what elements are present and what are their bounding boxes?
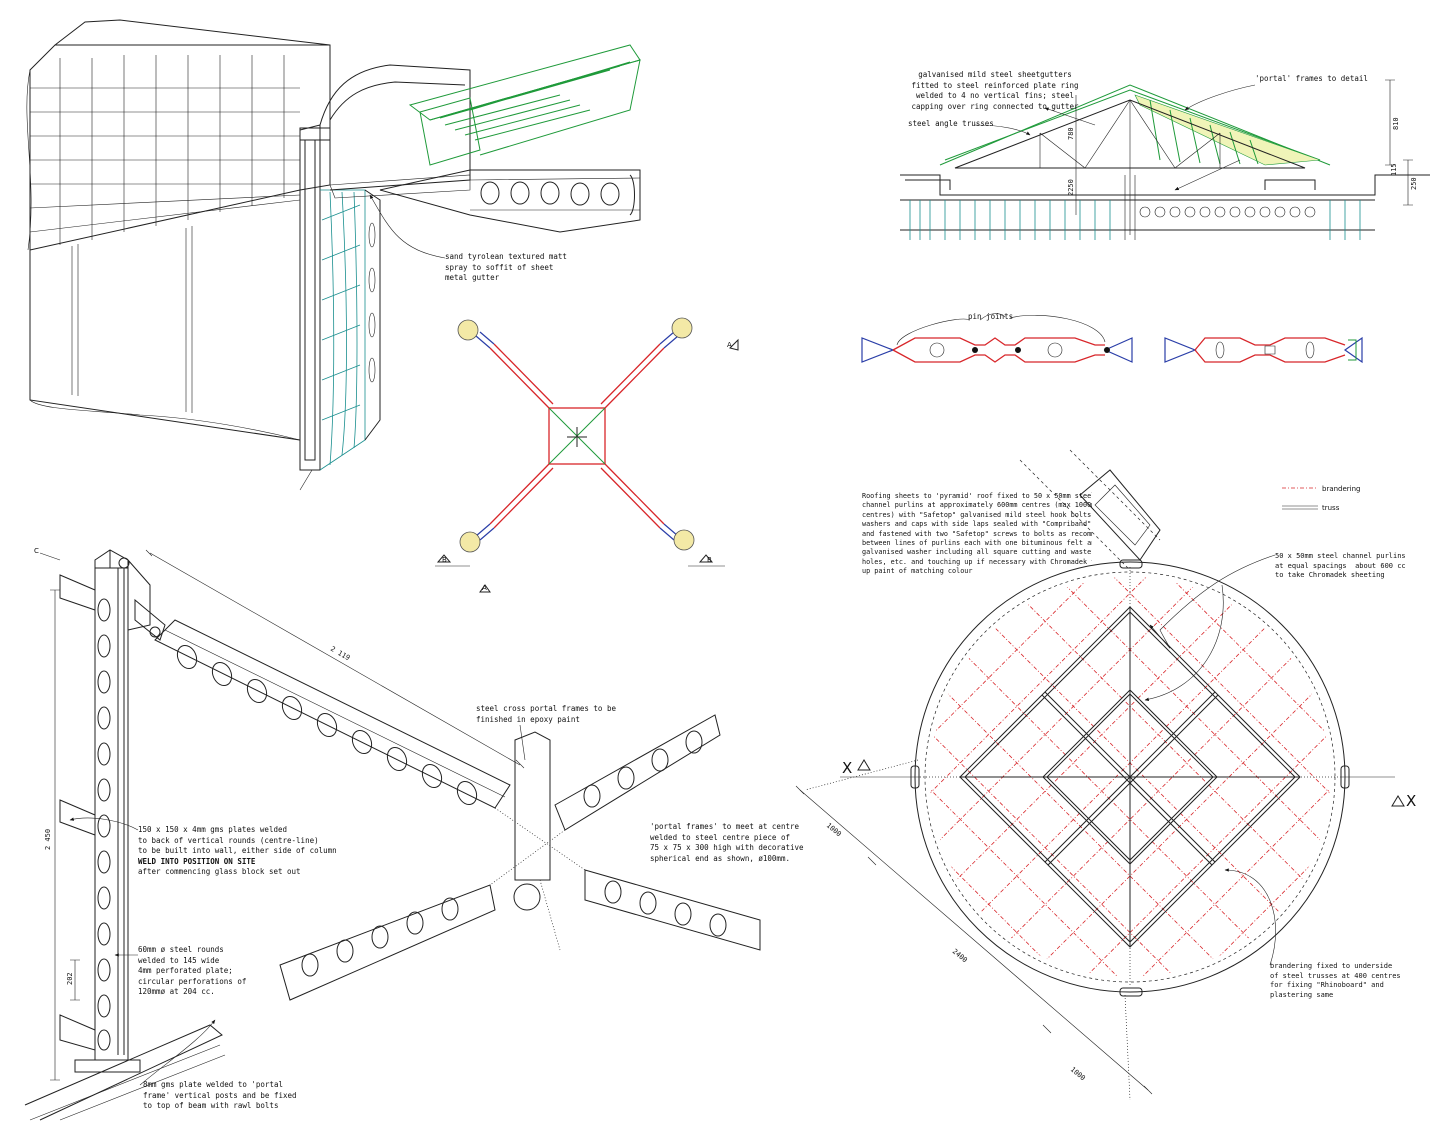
circular-roof-plan <box>795 449 1407 1101</box>
building-corner-perspective <box>26 19 641 491</box>
note-rounds-60: 60mm ø steel rounds welded to 145 wide 4… <box>138 945 247 996</box>
dim-202: 202 <box>66 972 74 985</box>
legend-brandering: brandering <box>1322 485 1361 493</box>
note-brandering-fix: brandering fixed to underside of steel t… <box>1270 962 1401 999</box>
note-weld-site: WELD INTO POSITION ON SITE <box>138 856 256 866</box>
note-plate-8mm: 8mm gms plate welded to 'portal frame' v… <box>143 1080 297 1110</box>
centre-line-mark: C <box>34 547 39 555</box>
dim-780: 780 <box>1067 127 1075 140</box>
pin-joint-details <box>861 313 1363 364</box>
section-mark-x-left: X <box>842 759 852 777</box>
section-mark-b-right: B <box>707 556 712 564</box>
legend-truss: truss <box>1322 504 1340 512</box>
note-roofing-sheets: Roofing sheets to 'pyramid' roof fixed t… <box>862 492 1092 576</box>
note-pin-joints: pin joints <box>968 312 1014 321</box>
note-plates-block: 150 x 150 x 4mm gms plates welded to bac… <box>138 825 358 878</box>
section-mark-a-top: A <box>727 341 732 349</box>
note-plates-150: 150 x 150 x 4mm gms plates welded to bac… <box>138 825 337 855</box>
dim-2119: 2 119 <box>329 645 351 662</box>
note-gutter: galvanised mild steel sheetgutters fitte… <box>911 70 1079 111</box>
roof-section-elevation <box>900 79 1430 240</box>
dim-250: 250 <box>1410 177 1418 190</box>
note-cross-portal: steel cross portal frames to be finished… <box>476 704 616 724</box>
dim-2250: 2250 <box>1067 179 1075 196</box>
portal-frame-isometric <box>24 549 761 1121</box>
dim-115: 115 <box>1390 163 1398 176</box>
note-purlins: 50 x 50mm steel channel purlins at equal… <box>1275 552 1405 579</box>
note-portal-detail: 'portal' frames to detail <box>1255 74 1368 83</box>
section-mark-b-left: B <box>442 556 447 564</box>
dim-2450: 2 450 <box>44 829 52 850</box>
cross-frame-plan <box>435 317 739 593</box>
note-tyrolean: sand tyrolean textured matt spray to sof… <box>445 252 567 282</box>
note-after-glass: after commencing glass block set out <box>138 867 301 876</box>
dim-810: 810 <box>1392 117 1400 130</box>
note-angle-trusses: steel angle trusses <box>908 119 994 128</box>
section-mark-x-right: X <box>1406 792 1416 810</box>
section-mark-a-bottom: A <box>482 584 487 592</box>
note-portal-meet: 'portal frames' to meet at centre welded… <box>650 822 804 863</box>
dim-1000-bottom: 1000 <box>1069 1065 1087 1082</box>
dim-2400: 2400 <box>951 947 969 964</box>
